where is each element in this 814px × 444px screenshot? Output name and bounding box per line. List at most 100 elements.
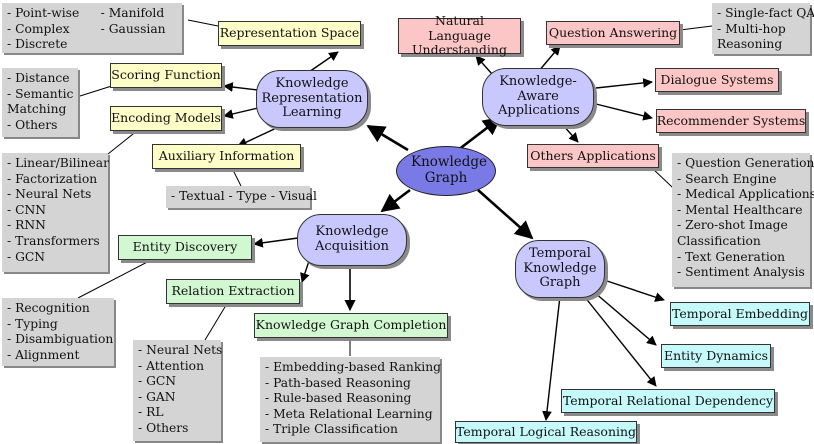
arrow-core-to-ka bbox=[380, 188, 411, 213]
relation-extraction-list: - Neural Nets - Attention - GCN - GAN - … bbox=[133, 340, 223, 441]
arrow-core-to-kaa bbox=[457, 116, 502, 152]
arrow-ka-to-entity-discovery bbox=[253, 237, 299, 248]
entity-dynamics-box: Entity Dynamics bbox=[661, 344, 771, 368]
temporal-logical-reasoning-box: Temporal Logical Reasoning bbox=[455, 421, 637, 443]
list-item: - RL bbox=[138, 405, 164, 420]
list-item: - GCN bbox=[7, 249, 46, 264]
entity-discovery-box: Entity Discovery bbox=[118, 235, 252, 260]
list-item: - Gaussian bbox=[100, 21, 166, 36]
arrow-kaa-to-recommender bbox=[595, 103, 653, 121]
list-item: - Meta Relational Learning bbox=[265, 406, 433, 421]
list-item: - Typing bbox=[7, 316, 58, 331]
list-item: - Mental Healthcare bbox=[677, 202, 803, 217]
kgc-list: - Embedding-based Ranking - Path-based R… bbox=[260, 357, 441, 442]
list-item: - Others bbox=[138, 420, 189, 435]
center-label: Knowledge Graph bbox=[411, 154, 488, 186]
entity-dynamics-label: Entity Dynamics bbox=[663, 347, 769, 363]
list-item: - Semantic bbox=[7, 86, 74, 101]
nlu-label: Natural Language Understanding bbox=[412, 13, 507, 58]
auxiliary-information-list: - Textual - Type - Visual bbox=[166, 186, 317, 208]
hub-krl-label: Knowledge Representation Learning bbox=[261, 75, 363, 121]
list-item: - RNN bbox=[7, 218, 46, 233]
list-item: - Point-wise bbox=[7, 6, 80, 20]
temporal-relational-dependency-box: Temporal Relational Dependency bbox=[561, 389, 775, 413]
list-item: - Zero-shot Image bbox=[677, 218, 788, 233]
list-item: Classification bbox=[677, 233, 761, 248]
arrow-tkg-to-temporal-logical-reasoning bbox=[542, 295, 561, 421]
list-item: - Linear/Bilinear bbox=[7, 156, 109, 170]
list-item: - Factorization bbox=[7, 171, 98, 186]
scoring-function-label: Scoring Function bbox=[111, 67, 221, 83]
temporal-logical-reasoning-label: Temporal Logical Reasoning bbox=[455, 423, 637, 439]
list-item: - Multi-hop bbox=[717, 21, 786, 36]
others-applications-box: Others Applications bbox=[527, 144, 659, 168]
list-item: - Distance bbox=[7, 71, 70, 85]
auxiliary-information-box: Auxiliary Information bbox=[152, 144, 301, 169]
arrow-kaa-to-others bbox=[561, 123, 579, 143]
question-answering-box: Question Answering bbox=[546, 21, 680, 45]
line-representation-space-list bbox=[187, 19, 219, 27]
scoring-function-list: - Distance - Semantic Matching - Others bbox=[2, 68, 78, 137]
hub-knowledge-aware-applications: Knowledge-Aware Applications bbox=[482, 68, 594, 126]
list-item: - GAN bbox=[138, 389, 176, 404]
list-item: - Medical Applications bbox=[677, 187, 814, 202]
recommender-systems-label: Recommender Systems bbox=[656, 112, 806, 128]
arrow-tkg-to-entity-dynamics bbox=[593, 291, 657, 346]
entity-discovery-list: - Recognition - Typing - Disambiguation … bbox=[2, 298, 114, 366]
scoring-function-box: Scoring Function bbox=[110, 63, 222, 88]
list-item: - Triple Classification bbox=[265, 422, 398, 437]
hub-tkg-label: Temporal Knowledge Graph bbox=[523, 245, 597, 291]
list-item: - CNN bbox=[7, 202, 46, 217]
others-applications-list: - Question Generation - Search Engine - … bbox=[672, 153, 814, 287]
list-item: Reasoning bbox=[717, 37, 783, 52]
list-item: - Transformers bbox=[7, 233, 100, 248]
list-item: - Path-based Reasoning bbox=[265, 375, 411, 390]
arrow-kaa-to-nlu bbox=[475, 55, 493, 75]
list-item: - Sentiment Analysis bbox=[677, 265, 805, 280]
nlu-box: Natural Language Understanding bbox=[398, 14, 521, 57]
center-knowledge-graph: Knowledge Graph bbox=[396, 146, 496, 196]
list-item: - Others bbox=[7, 117, 58, 132]
temporal-relational-dependency-label: Temporal Relational Dependency bbox=[562, 392, 774, 408]
auxiliary-information-label: Auxiliary Information bbox=[158, 148, 295, 164]
dialogue-systems-box: Dialogue Systems bbox=[655, 68, 779, 92]
list-item: - Neural Nets bbox=[138, 343, 223, 357]
list-item: - Question Generation bbox=[677, 156, 814, 170]
arrow-core-to-tkg bbox=[477, 189, 534, 240]
list-item: - Neural Nets bbox=[7, 187, 92, 202]
arrow-krl-to-encoding-models bbox=[223, 107, 259, 119]
arrow-krl-to-scoring-function bbox=[223, 82, 259, 92]
line-encoding-models-list bbox=[107, 129, 139, 155]
line-qa-list bbox=[679, 25, 713, 31]
list-item: - Discrete bbox=[7, 37, 68, 52]
arrow-tkg-to-temporal-relational-dependency bbox=[583, 295, 657, 387]
line-auxiliary-information-list bbox=[232, 169, 242, 187]
line-relation-extraction-list bbox=[204, 301, 229, 341]
entity-discovery-label: Entity Discovery bbox=[132, 239, 238, 255]
recommender-systems-box: Recommender Systems bbox=[656, 109, 806, 133]
kgc-box: Knowledge Graph Completion bbox=[254, 313, 448, 338]
list-item: - Manifold bbox=[100, 6, 165, 20]
arrow-kaa-to-qa bbox=[537, 45, 561, 73]
temporal-embedding-box: Temporal Embedding bbox=[670, 302, 810, 326]
arrow-kaa-to-dialogue bbox=[595, 78, 653, 89]
relation-extraction-box: Relation Extraction bbox=[166, 279, 300, 304]
list-item: - Rule-based Reasoning bbox=[265, 391, 412, 406]
hub-knowledge-representation-learning: Knowledge Representation Learning bbox=[256, 70, 368, 128]
arrow-core-to-krl bbox=[366, 124, 409, 152]
list-item: - Alignment bbox=[7, 347, 80, 362]
line-entity-discovery-list bbox=[77, 257, 156, 299]
encoding-models-label: Encoding Models bbox=[111, 110, 221, 126]
representation-space-box: Representation Space bbox=[218, 21, 361, 46]
list-item: - Complex bbox=[7, 21, 70, 36]
list-item: - Recognition bbox=[7, 301, 90, 315]
arrow-tkg-to-temporal-embedding bbox=[603, 279, 665, 302]
others-applications-label: Others Applications bbox=[530, 147, 656, 163]
list-item: - Single-fact QA bbox=[717, 6, 814, 20]
list-item: - Disambiguation bbox=[7, 332, 114, 347]
hub-temporal-knowledge-graph: Temporal Knowledge Graph bbox=[515, 240, 605, 298]
list-item: - Search Engine bbox=[677, 171, 777, 186]
question-answering-list: - Single-fact QA - Multi-hop Reasoning bbox=[712, 3, 814, 54]
